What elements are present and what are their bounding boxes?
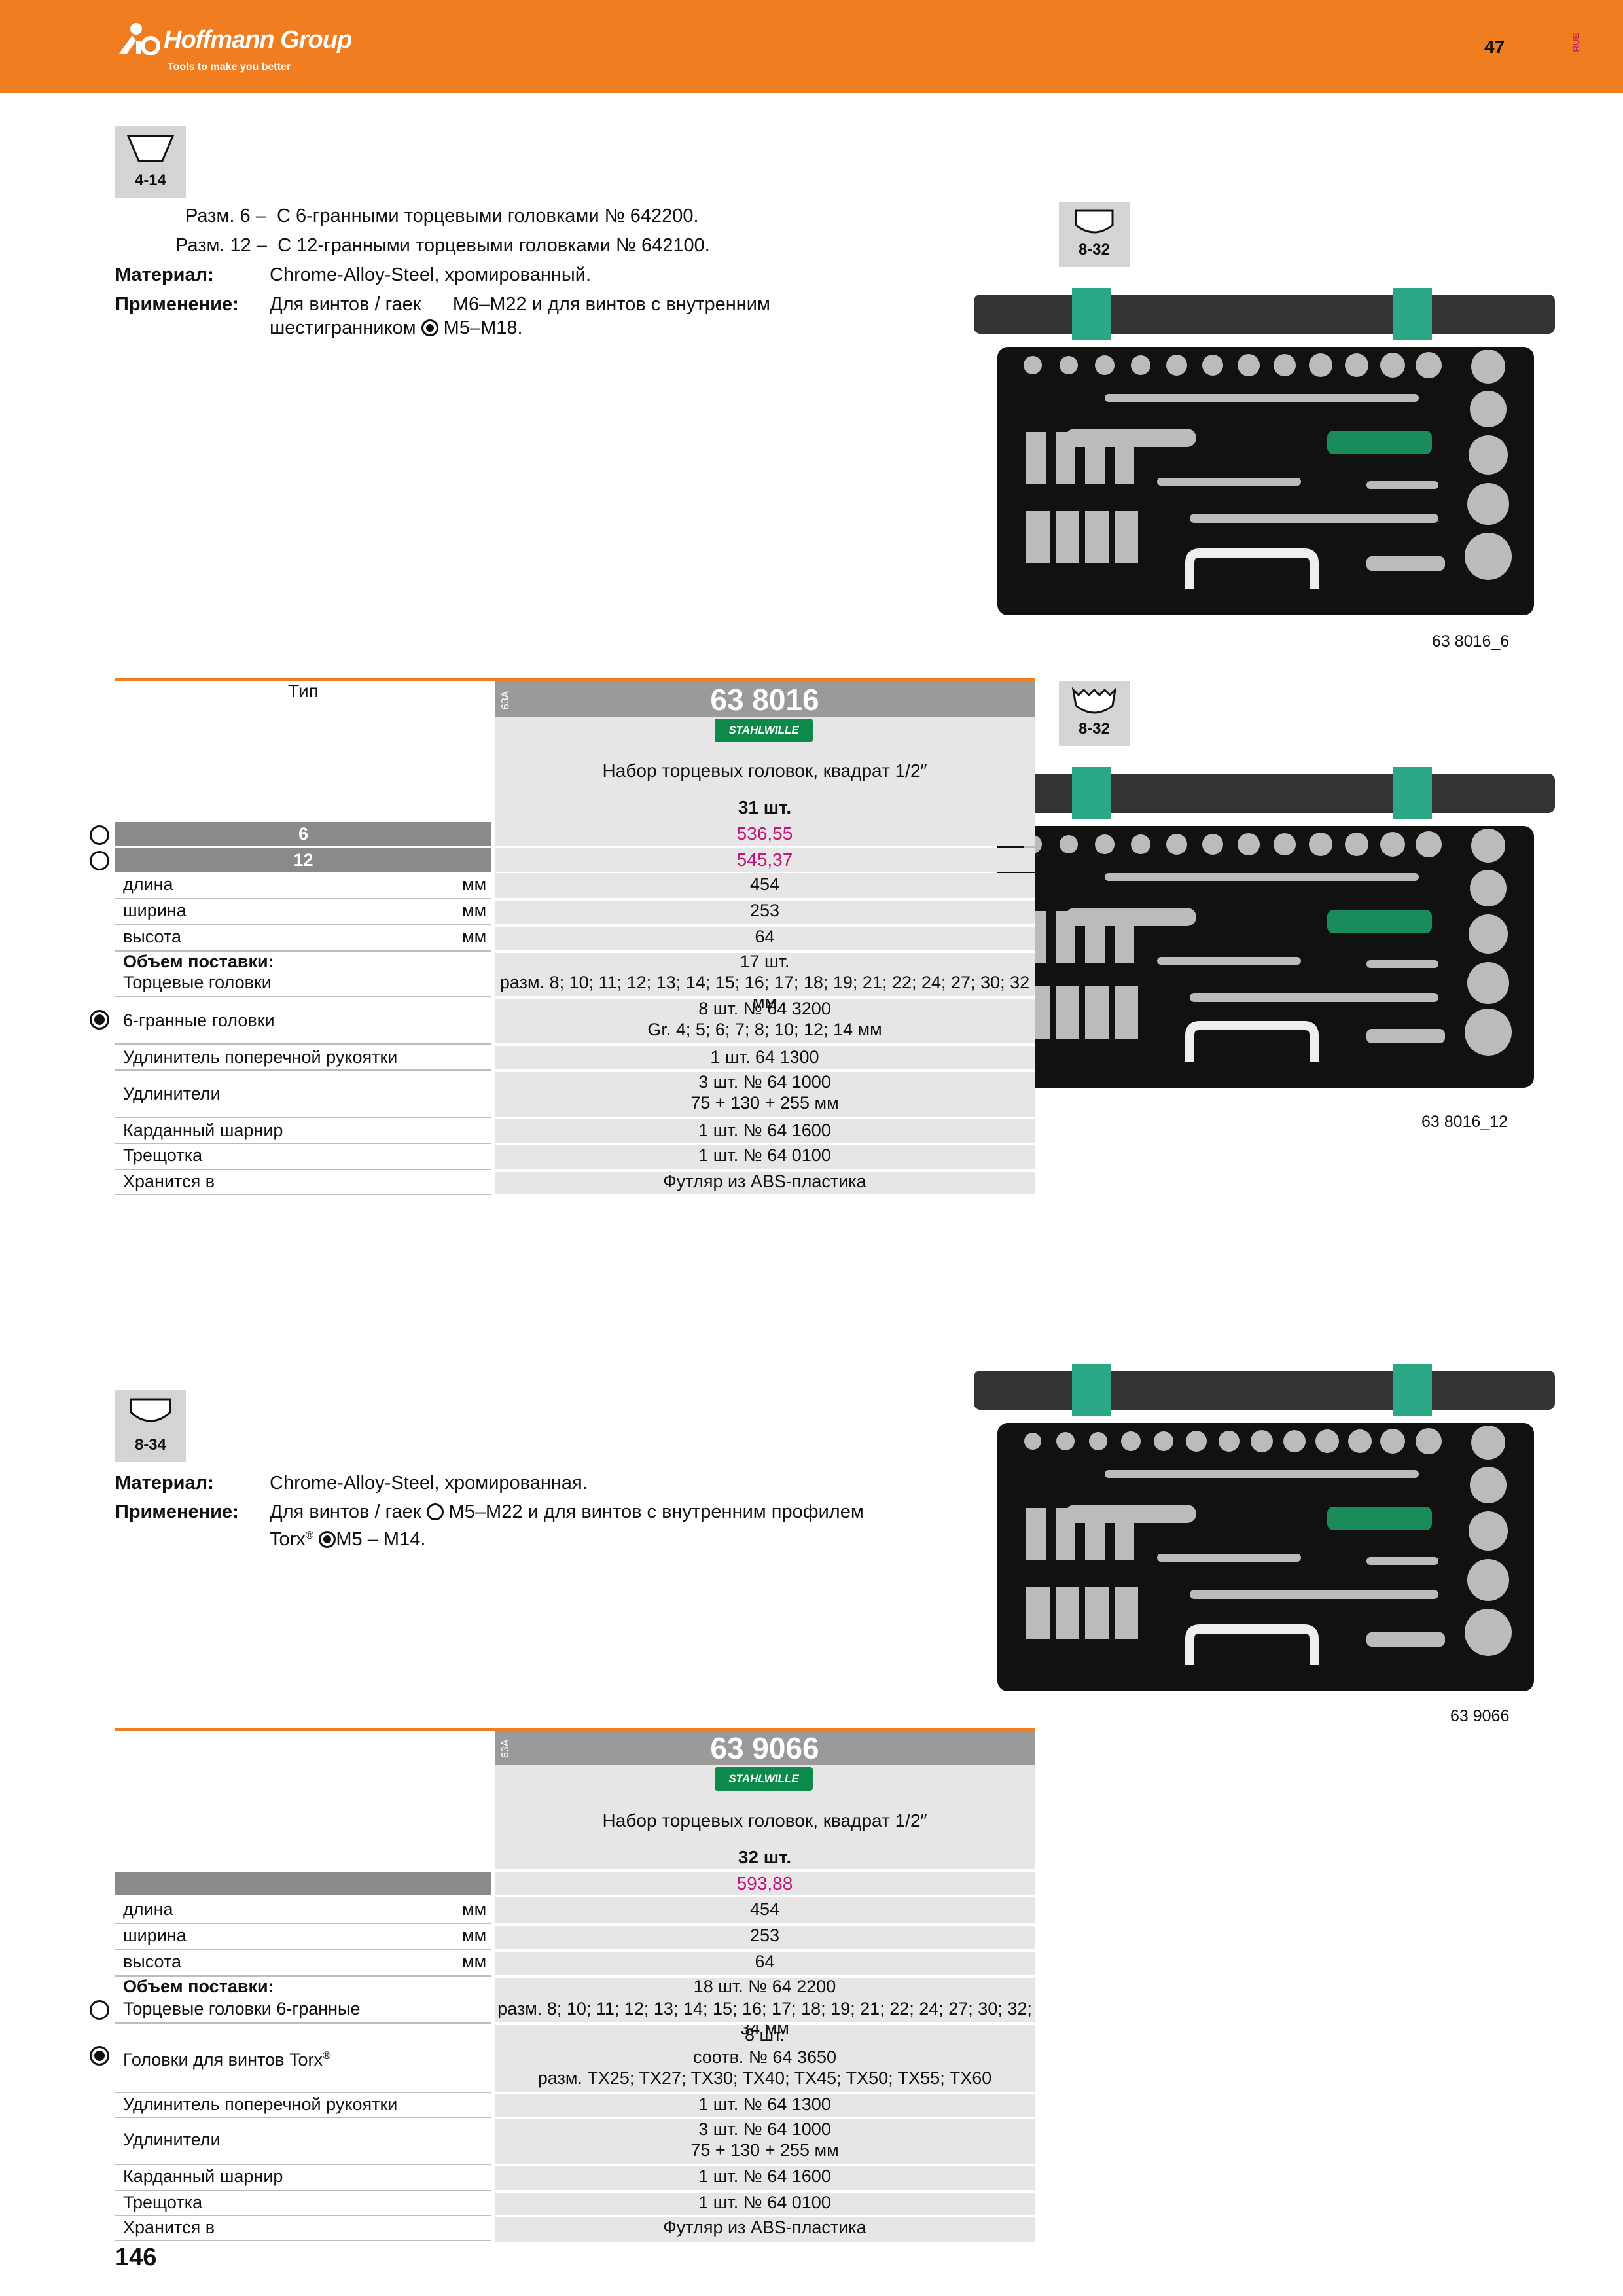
variant-size-6: 6: [115, 822, 491, 846]
size12-line: Разм. 12 – С 12-гранными торцевыми голов…: [175, 235, 710, 256]
socket-set-image-1: [974, 288, 1555, 615]
page-number: 146: [115, 2244, 157, 2271]
product-number: 63 8016: [710, 683, 819, 717]
price-size-6: 536,55: [495, 822, 1035, 846]
application-label: Применение:: [115, 294, 239, 315]
product-description: Набор торцевых головок, квадрат 1/2″: [602, 761, 927, 781]
price-size-12: 545,37: [495, 848, 1035, 872]
size-range-badge-2: 8-34: [115, 1390, 186, 1462]
table1-product-header: 63A 63 8016: [495, 681, 1035, 717]
piece-count: 31 шт.: [738, 797, 792, 817]
product-number-2: 63 9066: [710, 1731, 819, 1765]
size-range-badge: 4-14: [115, 126, 186, 198]
type-label: Тип: [288, 681, 319, 701]
application-label-2: Применение:: [115, 1501, 239, 1522]
image-badge-2: 8-32: [1059, 681, 1130, 746]
product-description-2: Набор торцевых головок, квадрат 1/2″: [602, 1810, 927, 1831]
image-caption-2: 63 8016_12: [1421, 1113, 1508, 1131]
brand-name: Hoffmann Group: [164, 26, 352, 54]
variant-size-12: 12: [115, 848, 491, 872]
material-label-2: Материал:: [115, 1473, 214, 1494]
hex-socket-outline-icon-2: [90, 2000, 109, 2020]
hex-socket-filled-icon: [90, 1010, 109, 1030]
hex-12pt-symbol-icon: [90, 851, 109, 870]
size6-line: Разм. 6 – С 6-гранными торцевыми головка…: [185, 206, 699, 226]
application-text-2: шестигранником M5–M18.: [270, 317, 523, 338]
stahlwille-logo: STAHLWILLE: [715, 719, 813, 742]
variant-band-2: [115, 1872, 491, 1895]
socket-shape-icon-2: [130, 1398, 171, 1422]
application-text-2a: Для винтов / гаек M5–M22 и для винтов с …: [270, 1501, 864, 1522]
socket-set-image-3: [974, 1364, 1555, 1691]
table1-top-rule: [115, 678, 1035, 681]
socket-12pt-icon: [1071, 687, 1117, 714]
socket-6pt-icon: [1075, 209, 1114, 234]
application-text-2b: Torx® M5 – M14.: [270, 1529, 426, 1550]
piece-count-2: 32 шт.: [738, 1847, 792, 1867]
table2-product-header: 63A 63 9066: [495, 1731, 1035, 1765]
price-2: 593,88: [495, 1872, 1035, 1895]
brand-tagline: Tools to make you better: [168, 62, 291, 73]
material-line: Материал:: [115, 264, 214, 285]
image-caption-3: 63 9066: [1450, 1707, 1510, 1725]
torx-icon: [319, 1531, 336, 1548]
socket-set-image-2: [974, 767, 1555, 1088]
hex-socket-outline-icon: [426, 1503, 444, 1520]
hex-6pt-symbol-icon: [90, 825, 109, 845]
socket-shape-icon: [126, 135, 175, 162]
application-text: Для винтов / гаек M6–M22 и для винтов с …: [270, 294, 770, 315]
table2-top-rule: [115, 1728, 1035, 1731]
page-header: Hoffmann Group Tools to make you better …: [0, 0, 1623, 93]
page-number-top: 47: [1484, 37, 1505, 57]
language-code: RUE: [1571, 33, 1581, 52]
hoffmann-logo-icon: [119, 23, 160, 55]
image-badge-1: 8-32: [1059, 202, 1130, 267]
stahlwille-logo-2: STAHLWILLE: [715, 1767, 813, 1791]
torx-icon-2: [90, 2046, 109, 2066]
hex-socket-icon: [421, 319, 438, 336]
image-caption-1: 63 8016_6: [1432, 632, 1510, 651]
material-text-2: Chrome-Alloy-Steel, хромированная.: [270, 1473, 588, 1494]
table2-value-column: [495, 1897, 1035, 2242]
material-text: Chrome-Alloy-Steel, хромированный.: [270, 264, 592, 285]
